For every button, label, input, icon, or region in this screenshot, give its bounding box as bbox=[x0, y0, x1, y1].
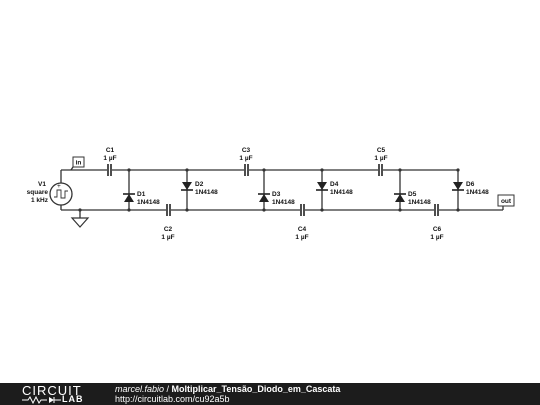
d6-value: 1N4148 bbox=[466, 189, 489, 196]
c6-value: 1 µF bbox=[430, 234, 443, 241]
c4-label: C4 bbox=[298, 226, 307, 233]
junction-dots bbox=[78, 168, 460, 212]
schematic-canvas: + V1 square 1 kHz in out C1 1 µF C3 1 µF… bbox=[27, 147, 515, 241]
capacitor-c3[interactable] bbox=[244, 164, 249, 176]
c5-label: C5 bbox=[377, 147, 386, 154]
diode-d4[interactable] bbox=[316, 182, 328, 191]
capacitor-c4[interactable] bbox=[300, 204, 305, 216]
v1-type: square bbox=[27, 189, 49, 196]
svg-text:+: + bbox=[57, 183, 61, 190]
d4-value: 1N4148 bbox=[330, 189, 353, 196]
c3-value: 1 µF bbox=[239, 155, 252, 162]
diode-d2[interactable] bbox=[181, 182, 193, 191]
d1-label: D1 bbox=[137, 191, 146, 198]
v1-freq: 1 kHz bbox=[31, 197, 49, 204]
d2-value: 1N4148 bbox=[195, 189, 218, 196]
d5-value: 1N4148 bbox=[408, 199, 431, 206]
svg-text:out: out bbox=[501, 198, 512, 205]
circuitlab-logo[interactable]: CIRCUIT LAB bbox=[22, 384, 102, 404]
circuit-title[interactable]: Moltiplicar_Tensão_Diodo_em_Cascata bbox=[171, 384, 341, 394]
d3-value: 1N4148 bbox=[272, 199, 295, 206]
d4-label: D4 bbox=[330, 181, 339, 188]
c1-label: C1 bbox=[106, 147, 115, 154]
d2-label: D2 bbox=[195, 181, 204, 188]
v1-name: V1 bbox=[38, 181, 46, 188]
c2-value: 1 µF bbox=[161, 234, 174, 241]
capacitor-c6[interactable] bbox=[434, 204, 439, 216]
c3-label: C3 bbox=[242, 147, 251, 154]
svg-text:in: in bbox=[76, 160, 82, 167]
d5-label: D5 bbox=[408, 191, 417, 198]
logo-lab-text: LAB bbox=[62, 394, 84, 404]
capacitor-c1[interactable] bbox=[107, 164, 112, 176]
d1-value: 1N4148 bbox=[137, 199, 160, 206]
diode-d6[interactable] bbox=[452, 182, 464, 191]
logo-circuit-text: CIRCUIT bbox=[22, 383, 82, 398]
c5-value: 1 µF bbox=[374, 155, 387, 162]
logo-resistor-icon bbox=[22, 396, 61, 404]
d6-label: D6 bbox=[466, 181, 475, 188]
capacitor-c2[interactable] bbox=[166, 204, 171, 216]
circuit-credit: marcel.fabio / Moltiplicar_Tensão_Diodo_… bbox=[115, 384, 340, 394]
author-link[interactable]: marcel.fabio bbox=[115, 384, 165, 394]
c1-value: 1 µF bbox=[103, 155, 116, 162]
c4-value: 1 µF bbox=[295, 234, 308, 241]
circuit-url-link[interactable]: http://circuitlab.com/cu92a5b bbox=[115, 394, 230, 404]
c2-label: C2 bbox=[164, 226, 173, 233]
diode-d5[interactable] bbox=[394, 193, 406, 202]
diode-d3[interactable] bbox=[258, 193, 270, 202]
voltage-source-v1[interactable]: + bbox=[49, 182, 73, 206]
in-port[interactable]: in bbox=[72, 156, 85, 168]
diode-d1[interactable] bbox=[123, 193, 135, 202]
capacitor-c5[interactable] bbox=[378, 164, 383, 176]
footer-bar: CIRCUIT LAB marcel.fabio / Moltiplicar_T… bbox=[0, 383, 540, 405]
c6-label: C6 bbox=[433, 226, 442, 233]
ground-icon bbox=[70, 217, 90, 228]
credit-separator: / bbox=[164, 384, 172, 394]
out-port[interactable]: out bbox=[497, 194, 515, 207]
d3-label: D3 bbox=[272, 191, 281, 198]
wires bbox=[60, 166, 504, 218]
